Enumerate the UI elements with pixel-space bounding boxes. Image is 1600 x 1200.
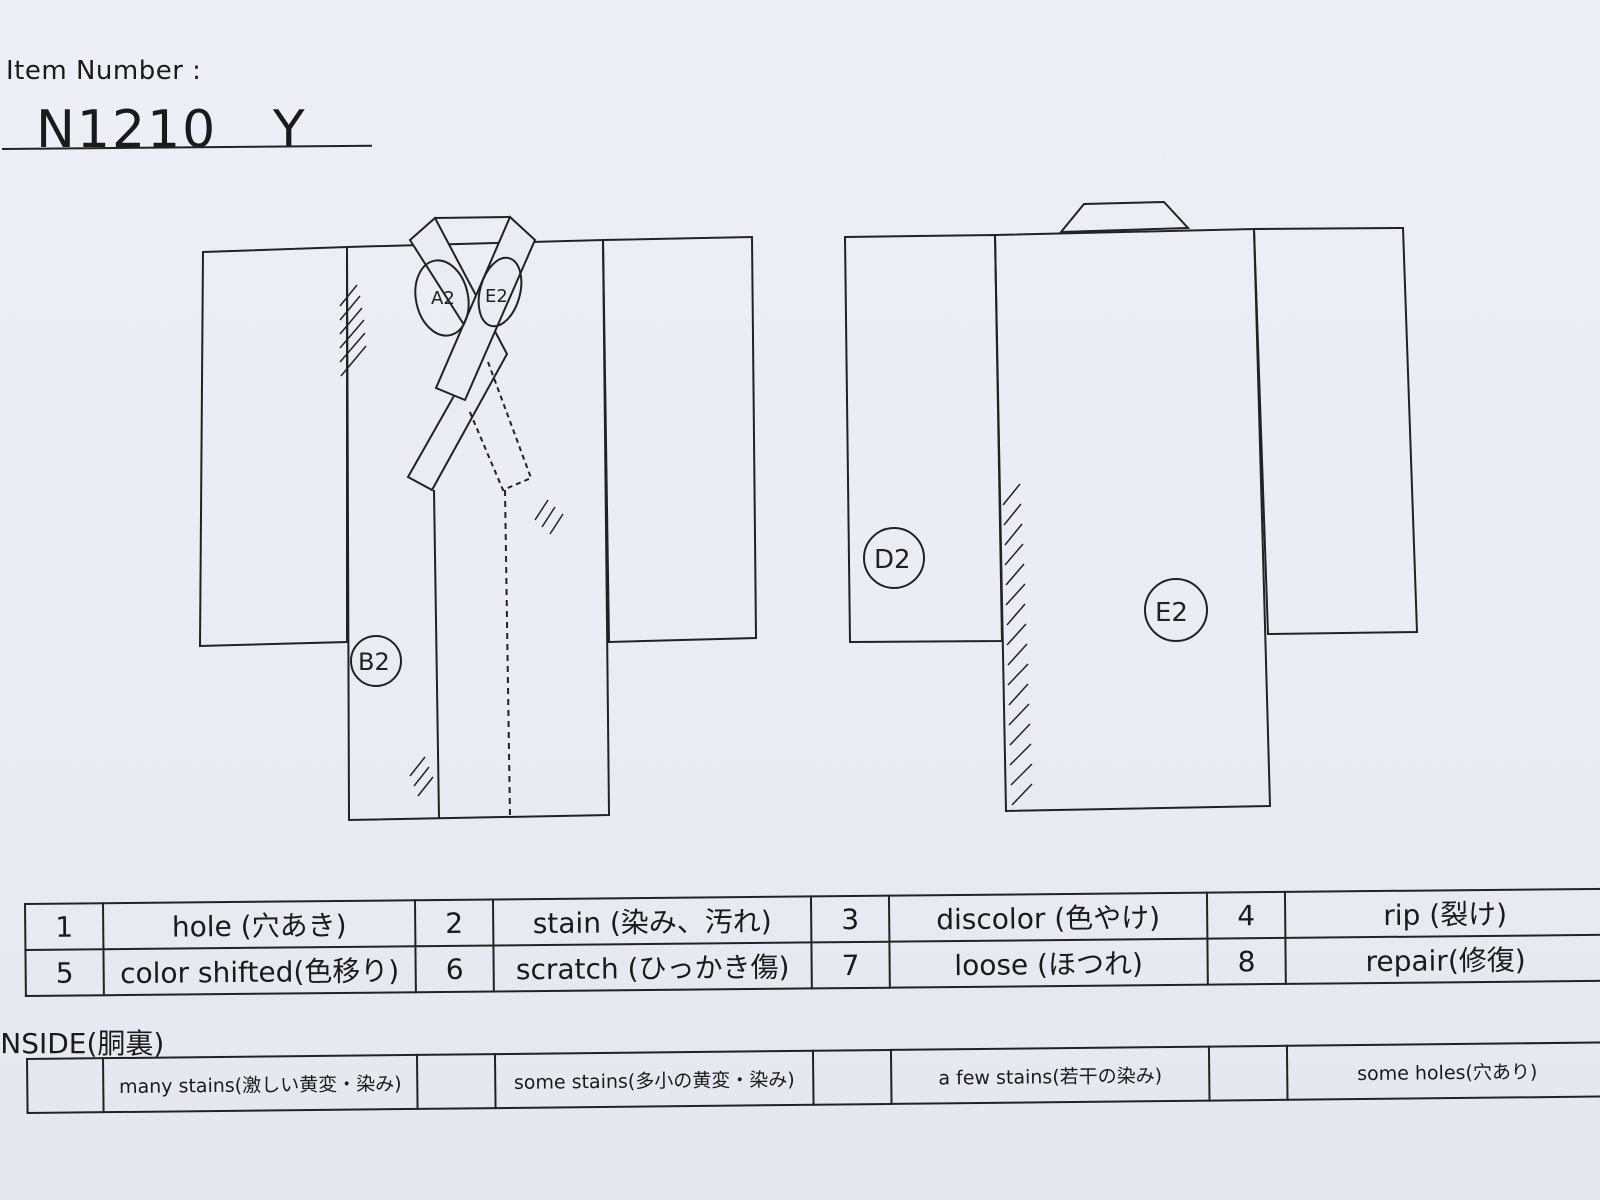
legend-label: repair(修復) [1285,934,1600,984]
circle-d2 [863,527,925,589]
back-collar [1058,200,1191,234]
legend-num: 7 [811,941,890,989]
inside-checkbox[interactable] [27,1058,104,1113]
legend-label: stain (染み、汚れ) [492,896,812,946]
label-e2-collar: E2 [485,286,508,307]
inside-condition-table: many stains(激しい黄変・染み) some stains(多小の黄変・… [26,1041,1600,1114]
back-right-sleeve [1252,226,1419,636]
back-body [993,227,1272,813]
hatch-marks-front [339,284,564,797]
legend-num: 6 [415,945,494,993]
collar-underlap-dashed [468,361,533,492]
legend-num: 4 [1206,891,1286,939]
inside-label: some holes(穴あり) [1286,1042,1600,1100]
legend-label: loose (ほつれ) [889,938,1208,988]
circle-e2-back [1144,578,1208,642]
circle-a2 [414,259,470,337]
legend-num: 1 [25,903,104,950]
collar-right-band [434,215,537,402]
inside-label: a few stains(若干の染み) [890,1046,1210,1104]
collar-top [434,216,511,219]
legend-label: hole (穴あき) [103,900,416,950]
label-d2: D2 [874,545,911,575]
legend-num: 3 [810,895,890,943]
legend-num: 2 [414,899,494,947]
legend-num: 5 [25,949,104,996]
inside-checkbox[interactable] [1208,1045,1288,1101]
item-number-value: N1210 Y [36,100,307,160]
front-right-sleeve [601,235,758,644]
item-number-label: Item Number : [6,56,202,86]
inside-checkbox[interactable] [812,1049,892,1105]
circle-b2 [350,635,402,687]
inside-row: many stains(激しい黄変・染み) some stains(多小の黄変・… [27,1042,1600,1113]
inside-checkbox[interactable] [416,1054,496,1109]
damage-legend-table: 1 hole (穴あき) 2 stain (染み、汚れ) 3 discolor … [24,888,1600,997]
okumi-line [433,489,440,819]
label-a2: A2 [431,288,455,309]
label-b2: B2 [358,648,390,676]
inside-label: many stains(激しい黄変・染み) [103,1054,418,1113]
legend-label: color shifted(色移り) [103,946,416,996]
front-left-sleeve [198,245,348,648]
kimono-diagram: A2 E2 B2 D2 E2 [198,200,1419,822]
legend-label: rip (裂け) [1284,888,1600,938]
legend-num: 8 [1207,937,1286,985]
back-left-sleeve [843,233,1004,644]
circle-e2-collar [477,256,523,328]
inside-section-title: INSIDE(胴裏) [0,1027,165,1060]
label-e2-back: E2 [1155,598,1188,628]
front-view: A2 E2 B2 [198,215,758,822]
hatch-marks-back [1002,483,1033,806]
inside-label: some stains(多小の黄変・染み) [494,1050,814,1109]
legend-label: discolor (色やけ) [888,892,1208,942]
back-view: D2 E2 [843,200,1419,813]
legend-label: scratch (ひっかき傷) [493,942,812,992]
inner-dashed-line [504,489,511,818]
